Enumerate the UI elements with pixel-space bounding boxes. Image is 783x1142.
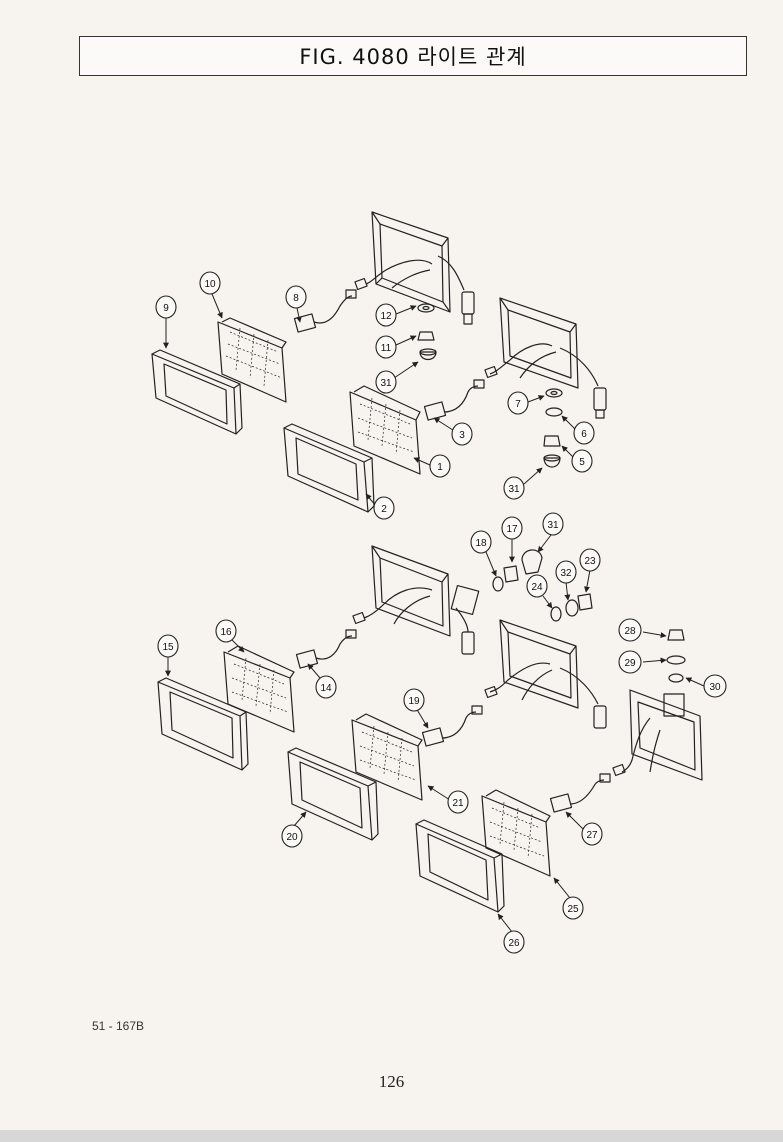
svg-text:11: 11: [381, 343, 392, 354]
callout-21: 21: [447, 790, 469, 814]
hardware-7-6-5-31: [543, 388, 563, 468]
callout-25: 25: [562, 896, 584, 920]
svg-text:12: 12: [380, 311, 392, 322]
svg-text:31: 31: [547, 520, 559, 531]
callout-5: 5: [571, 449, 593, 473]
callout-30: 30: [703, 674, 727, 698]
svg-text:15: 15: [162, 642, 174, 653]
callout-27: 27: [581, 822, 603, 846]
svg-text:5: 5: [579, 457, 585, 468]
callout-12: 12: [375, 303, 397, 327]
svg-text:30: 30: [709, 682, 721, 693]
svg-text:1: 1: [437, 462, 443, 473]
lamp-lens-1: [349, 385, 421, 475]
lamp-bezel-9: [151, 349, 243, 435]
callout-9: 9: [155, 295, 177, 319]
lamp-lens-21: [351, 713, 423, 801]
lamp-bezel-15: [157, 677, 249, 771]
svg-text:31: 31: [508, 484, 520, 495]
svg-text:31: 31: [380, 378, 392, 389]
svg-text:26: 26: [508, 938, 520, 949]
svg-text:24: 24: [531, 582, 543, 593]
bulb-socket-3: [423, 379, 485, 421]
wire-harness-lower-1: [352, 587, 475, 655]
figure-title-box: FIG. 4080 라이트 관계: [79, 36, 747, 76]
callout-15: 15: [157, 634, 179, 658]
svg-text:18: 18: [475, 538, 487, 549]
callout-6: 6: [573, 421, 595, 445]
hardware-18-17-31: [492, 549, 543, 592]
callout-18: 18: [470, 530, 492, 554]
lamp-bezel-20: [287, 747, 379, 841]
callout-7: 7: [507, 391, 529, 415]
svg-text:29: 29: [624, 658, 636, 669]
svg-text:32: 32: [560, 568, 572, 579]
wire-harness-upper-2: [484, 343, 607, 419]
svg-text:10: 10: [204, 279, 216, 290]
callout-bubbles: 9 10 8 12 11 31 3 1 2 7 6 5 31 18 17 31 …: [155, 271, 727, 954]
drawing-code: 51 - 167B: [92, 1019, 145, 1033]
callout-26: 26: [503, 930, 525, 954]
lamp-lens-25: [481, 789, 551, 877]
svg-text:3: 3: [459, 430, 465, 441]
callout-2: 2: [373, 496, 395, 520]
svg-text:19: 19: [408, 696, 420, 707]
callout-11: 11: [375, 335, 397, 359]
lamp-housing-lower-left: [371, 545, 480, 637]
wire-harness-upper-1: [354, 255, 475, 325]
wire-harness-lower-2: [484, 662, 607, 729]
callout-17: 17: [501, 516, 523, 540]
lamp-housing-right-30: [612, 689, 703, 781]
callout-14: 14: [315, 675, 337, 699]
svg-text:2: 2: [381, 504, 387, 515]
svg-text:20: 20: [286, 832, 298, 843]
callout-29: 29: [618, 650, 642, 674]
bulb-socket-27: [549, 773, 611, 813]
hardware-24-32-23: [550, 593, 593, 622]
lamp-lens-10: [217, 317, 287, 403]
lamp-bezel-26: [415, 819, 505, 913]
lamp-bezel-2: [283, 423, 375, 513]
callout-20: 20: [281, 824, 303, 848]
svg-text:14: 14: [320, 683, 332, 694]
svg-text:8: 8: [293, 293, 299, 304]
svg-text:28: 28: [624, 626, 636, 637]
leader-lines: [163, 293, 705, 933]
callout-24: 24: [526, 574, 548, 598]
svg-text:7: 7: [515, 399, 521, 410]
callout-28: 28: [618, 618, 642, 642]
callout-31c: 31: [542, 512, 564, 536]
callout-31b: 31: [503, 476, 525, 500]
callout-1: 1: [429, 454, 451, 478]
callout-23: 23: [579, 548, 601, 572]
lamp-housing-upper-right: [499, 297, 579, 389]
bulb-socket-8: [293, 289, 357, 333]
svg-text:16: 16: [220, 627, 232, 638]
scan-edge: [0, 1130, 783, 1142]
svg-text:27: 27: [586, 830, 598, 841]
callout-32: 32: [555, 560, 577, 584]
callout-16: 16: [215, 619, 237, 643]
figure-title: FIG. 4080 라이트 관계: [299, 45, 527, 69]
callout-8: 8: [285, 285, 307, 309]
callout-19: 19: [403, 688, 425, 712]
lamp-housing-lower-right: [499, 619, 579, 709]
svg-text:9: 9: [163, 303, 169, 314]
callout-31a: 31: [375, 370, 397, 394]
svg-text:6: 6: [581, 429, 587, 440]
svg-text:25: 25: [567, 904, 579, 915]
bulb-socket-14: [295, 629, 357, 669]
bulb-socket-19: [421, 705, 483, 747]
svg-text:21: 21: [452, 798, 464, 809]
lamp-housing-upper-left: [371, 211, 451, 313]
callout-3: 3: [451, 422, 473, 446]
svg-text:17: 17: [506, 524, 518, 535]
lamp-lens-16: [223, 645, 295, 733]
hardware-28-29: [666, 629, 686, 683]
callout-10: 10: [199, 271, 221, 295]
hardware-12-11-31: [417, 303, 437, 361]
svg-text:23: 23: [584, 556, 596, 567]
page-number: 126: [378, 1072, 405, 1091]
